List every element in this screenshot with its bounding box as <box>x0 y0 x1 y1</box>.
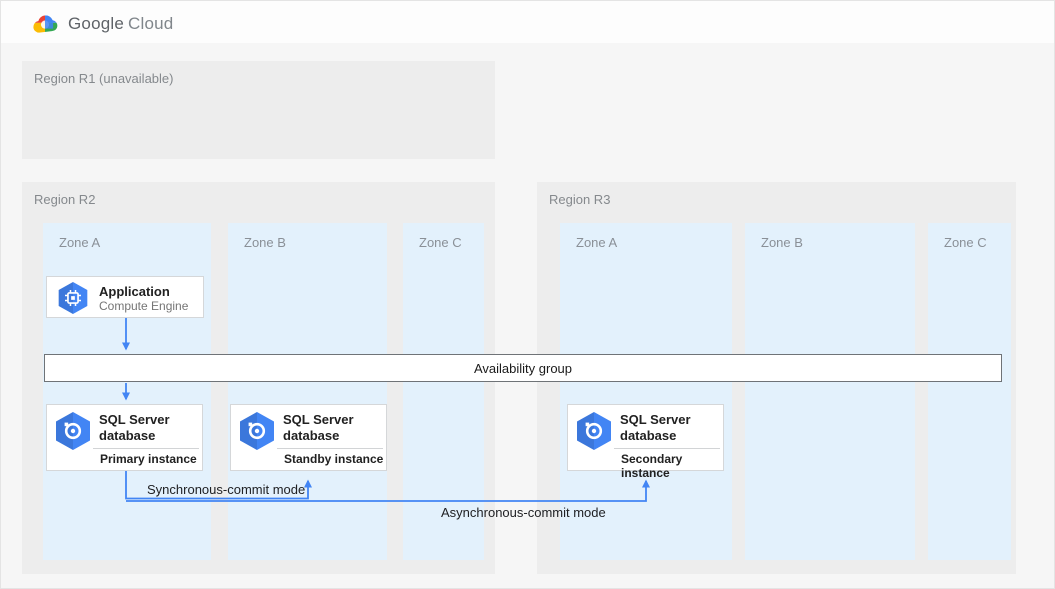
availability-group-bar: Availability group <box>44 354 1002 382</box>
region-r2-label: Region R2 <box>34 192 96 207</box>
sql-primary-card: SQL Server database Primary instance <box>46 404 203 471</box>
availability-group-label: Availability group <box>473 360 573 376</box>
compute-engine-icon <box>58 282 88 314</box>
zone-r2-b-label: Zone B <box>244 235 286 250</box>
zone-r2-c: Zone C <box>403 223 484 560</box>
region-r3-label: Region R3 <box>549 192 611 207</box>
zone-r3-b: Zone B <box>745 223 915 560</box>
zone-r3-a-label: Zone A <box>576 235 618 250</box>
sql-standby-instance-label: Standby instance <box>284 452 384 466</box>
region-r1-box: Region R1 (unavailable) <box>22 61 495 159</box>
card-divider <box>614 448 720 449</box>
zone-r2-a-label: Zone A <box>59 235 101 250</box>
zone-r3-c-label: Zone C <box>944 235 987 250</box>
google-cloud-logo-icon <box>33 15 58 33</box>
sql-standby-title: SQL Server database <box>283 412 354 443</box>
sql-server-database-icon <box>577 412 611 450</box>
sql-secondary-card: SQL Server database Secondary instance <box>567 404 724 480</box>
application-subtitle: Compute Engine <box>99 299 189 313</box>
zone-r3-b-label: Zone B <box>761 235 803 250</box>
sql-secondary-instance-label: Secondary instance <box>621 452 683 480</box>
sql-secondary-title: SQL Server database <box>620 412 691 443</box>
zone-r3-a: Zone A <box>560 223 732 560</box>
zone-r2-c-label: Zone C <box>419 235 462 250</box>
zone-r3-c: Zone C <box>928 223 1011 560</box>
card-divider <box>93 448 199 449</box>
header-band <box>1 1 1054 43</box>
application-card: Application Compute Engine <box>46 276 204 318</box>
zone-r2-b: Zone B <box>228 223 387 560</box>
sql-server-database-icon <box>240 412 274 450</box>
application-title: Application <box>99 284 170 299</box>
sql-primary-instance-label: Primary instance <box>100 452 197 466</box>
sql-server-database-icon <box>56 412 90 450</box>
card-divider <box>277 448 383 449</box>
logo-word-cloud: Cloud <box>128 14 174 33</box>
sql-primary-title: SQL Server database <box>99 412 170 443</box>
async-commit-mode-label: Asynchronous-commit mode <box>441 505 606 520</box>
region-r1-label: Region R1 (unavailable) <box>34 71 174 86</box>
sync-commit-mode-label: Synchronous-commit mode <box>147 482 306 497</box>
zone-r2-a: Zone A <box>43 223 211 560</box>
sql-standby-card: SQL Server database Standby instance <box>230 404 387 471</box>
logo-word-google: Google <box>68 14 125 33</box>
